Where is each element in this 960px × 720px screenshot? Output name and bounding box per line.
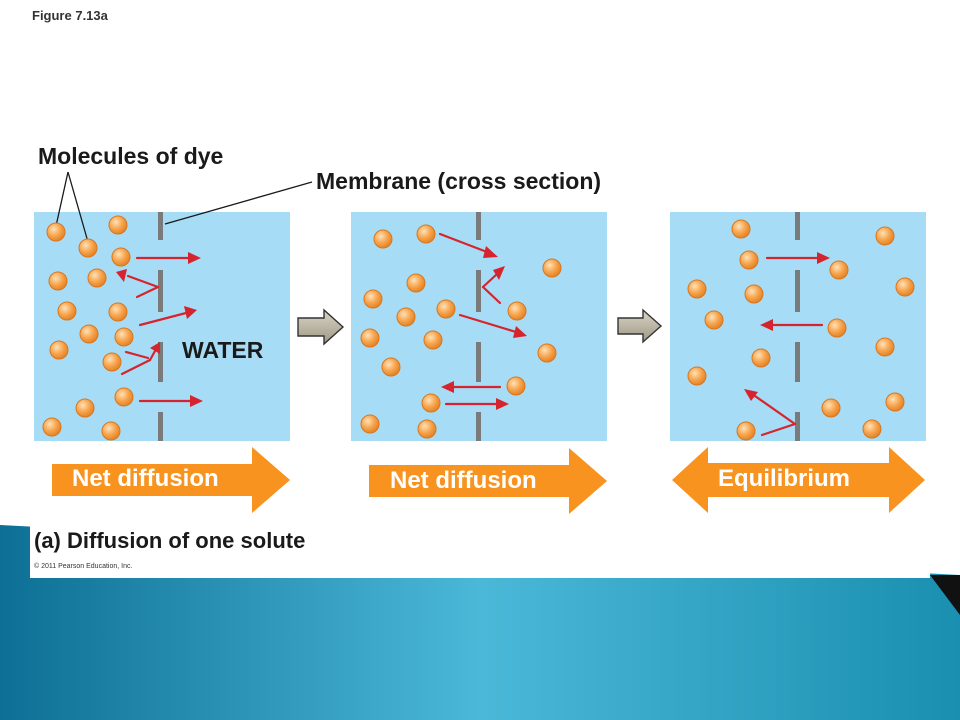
dye-molecule (75, 398, 95, 418)
motion-arrow (116, 269, 160, 289)
water-label: WATER (182, 337, 264, 363)
motion-arrow (441, 381, 502, 393)
dye-molecule (704, 310, 724, 330)
step-arrow-2 (617, 308, 663, 344)
dye-molecule (687, 366, 707, 386)
membrane-2 (476, 212, 481, 441)
dye-molecule (46, 222, 66, 242)
dye-molecule (48, 271, 68, 291)
dye-molecule (87, 268, 107, 288)
dye-molecule (875, 226, 895, 246)
dye-molecule (49, 340, 69, 360)
figure-panel (30, 520, 930, 578)
motion-arrows (116, 232, 830, 437)
copyright-notice: © 2011 Pearson Education, Inc. (34, 563, 133, 570)
dye-molecule (731, 219, 751, 239)
membrane-3 (795, 212, 800, 441)
dye-molecule (360, 414, 380, 434)
dye-molecule (416, 224, 436, 244)
motion-arrow (135, 252, 201, 264)
motion-arrow (135, 285, 160, 299)
dye-molecule (423, 330, 443, 350)
dye-molecule (101, 421, 121, 441)
equilibrium-label: Equilibrium (718, 465, 850, 492)
dye-molecule (421, 393, 441, 413)
molecules-panel-2 (360, 224, 562, 439)
membrane-label: Membrane (cross section) (316, 168, 602, 194)
leader-lines (55, 171, 313, 243)
dye-molecule (744, 284, 764, 304)
dye-molecule (687, 279, 707, 299)
dye-molecule (736, 421, 756, 441)
molecules-panel-3 (687, 219, 915, 441)
motion-arrow (760, 319, 824, 331)
dye-molecule (436, 299, 456, 319)
dye-molecule (875, 337, 895, 357)
figure-label: Figure 7.13a (32, 8, 108, 23)
dye-molecule (360, 328, 380, 348)
motion-arrow (138, 395, 203, 407)
motion-arrow (124, 350, 150, 360)
dye-molecule (363, 289, 383, 309)
water-panel-1 (34, 212, 290, 441)
motion-arrow (481, 285, 502, 305)
motion-arrow (458, 313, 527, 338)
motion-arrow (438, 232, 498, 258)
dye-molecule (111, 247, 131, 267)
dye-molecule (506, 376, 526, 396)
dye-molecule (78, 238, 98, 258)
dye-leader-2 (67, 171, 89, 243)
dye-molecule (827, 318, 847, 338)
molecules-of-dye-label: Molecules of dye (38, 143, 224, 169)
motion-arrow (444, 398, 509, 410)
dye-molecule (396, 307, 416, 327)
motion-arrow (481, 266, 505, 289)
dye-molecule (108, 302, 128, 322)
molecules-panel-1 (42, 215, 134, 441)
membrane-leader (164, 181, 313, 225)
dye-molecule (102, 352, 122, 372)
dye-molecule (895, 277, 915, 297)
net-diffusion-label-2: Net diffusion (390, 467, 537, 494)
dye-molecule (373, 229, 393, 249)
dye-molecule (406, 273, 426, 293)
dye-molecule (417, 419, 437, 439)
figure-caption: (a) Diffusion of one solute (34, 528, 306, 553)
dye-molecule (507, 301, 527, 321)
equilibrium-arrow (672, 447, 925, 513)
motion-arrow (765, 252, 830, 264)
dye-molecule (57, 301, 77, 321)
net-diffusion-label-1: Net diffusion (72, 465, 219, 492)
dye-molecule (542, 258, 562, 278)
motion-arrow (138, 306, 197, 327)
dye-molecule (537, 343, 557, 363)
dye-molecule (821, 398, 841, 418)
dye-molecule (42, 417, 62, 437)
dye-molecule (381, 357, 401, 377)
water-panel-2 (351, 212, 607, 441)
net-diffusion-arrow-2 (369, 448, 607, 514)
net-diffusion-arrow-1 (52, 447, 290, 513)
membrane-1 (158, 212, 163, 441)
dye-molecule (751, 348, 771, 368)
dye-leader-1 (55, 171, 69, 227)
step-arrow-1 (297, 308, 345, 346)
dye-molecule (114, 387, 134, 407)
black-wedge (930, 575, 960, 615)
dye-molecule (885, 392, 905, 412)
dye-molecule (108, 215, 128, 235)
dye-molecule (739, 250, 759, 270)
dye-molecule (114, 327, 134, 347)
motion-arrow (744, 389, 797, 437)
slide-background (0, 520, 960, 720)
motion-arrow (120, 342, 160, 376)
dye-molecule (862, 419, 882, 439)
dye-molecule (829, 260, 849, 280)
dye-molecule (79, 324, 99, 344)
